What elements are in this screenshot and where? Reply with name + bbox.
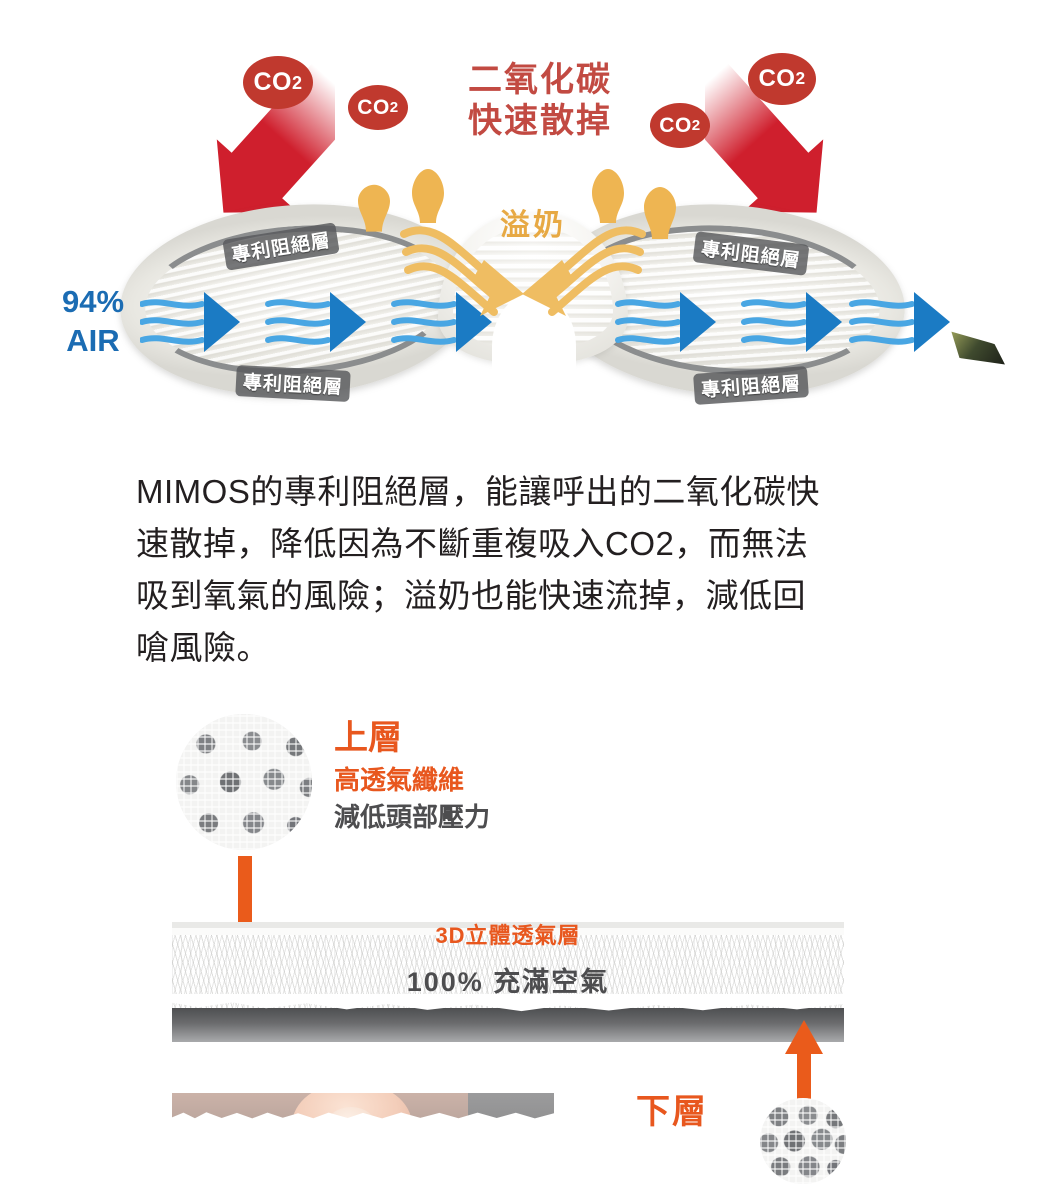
lower-layer-up-arrow <box>785 1020 823 1120</box>
mesh-texture-lower <box>760 1098 846 1184</box>
paragraph-line-3: 吸到氧氣的風險；溢奶也能快速流掉，減低回 <box>136 577 806 615</box>
upper-layer-subtitle: 高透氣纖維 <box>334 764 465 795</box>
mesh-texture <box>176 714 312 850</box>
co2-bubble-3-sub: 2 <box>691 116 701 134</box>
upper-layer-description: 減低頭部壓力 <box>334 801 491 832</box>
foam-band-title: 3D立體透氣層 <box>435 923 581 948</box>
co2-bubble-2-label: CO <box>357 96 390 119</box>
paragraph-line-1: MIMOS的專利阻絕層，能讓呼出的二氧化碳快 <box>136 473 820 510</box>
foam-shadow-base <box>172 1008 844 1042</box>
foam-band-labels: 3D立體透氣層 100% 充滿空氣 <box>172 918 844 999</box>
product-tag <box>943 327 1010 374</box>
airflow-arrows <box>140 292 950 352</box>
milk-droplets <box>358 169 676 239</box>
milk-overflow-label: 溢奶 <box>500 209 566 242</box>
barrier-label-lower-left: 專利阻絕層 <box>235 365 351 402</box>
co2-bubble-4-sub: 2 <box>795 68 806 89</box>
co2-headline-line1: 二氧化碳 <box>468 61 612 99</box>
co2-headline: 二氧化碳 快速散掉 <box>440 60 640 143</box>
breathable-layer-photo <box>172 922 844 1042</box>
co2-bubble-1-label: CO <box>253 68 292 96</box>
foam-band-value: 100% 充滿空氣 <box>406 967 610 997</box>
upper-layer-text-block: 上層 高透氣纖維 減低頭部壓力 <box>334 718 654 835</box>
lower-layer-title: 下層 <box>636 1093 708 1131</box>
co2-bubble-2-sub: 2 <box>389 98 399 116</box>
paragraph-line-2: 速散掉，降低因為不斷重複吸入CO2，而無法 <box>136 525 809 563</box>
body-paragraph: MIMOS的專利阻絕層，能讓呼出的二氧化碳快 速散掉，降低因為不斷重複吸入CO2… <box>136 466 926 675</box>
co2-escape-arrow-right <box>705 63 824 213</box>
upper-layer-swatch <box>176 714 312 850</box>
milk-drain-arrows <box>400 226 646 316</box>
air-percentage-label: 94% AIR <box>38 283 148 361</box>
finger-press-photo <box>172 1093 554 1127</box>
lower-layer-swatch <box>760 1098 846 1184</box>
co2-bubble-1-sub: 2 <box>291 72 303 93</box>
co2-headline-line2: 快速散掉 <box>468 102 612 141</box>
air-percentage-value: 94% <box>61 284 125 319</box>
co2-bubble-4-label: CO <box>758 65 796 92</box>
paragraph-line-4: 嗆風險。 <box>136 629 270 667</box>
co2-escape-arrow-left <box>216 63 335 213</box>
co2-bubble-3-label: CO <box>659 114 692 137</box>
air-word: AIR <box>66 322 120 358</box>
upper-layer-title: 上層 <box>334 719 402 757</box>
